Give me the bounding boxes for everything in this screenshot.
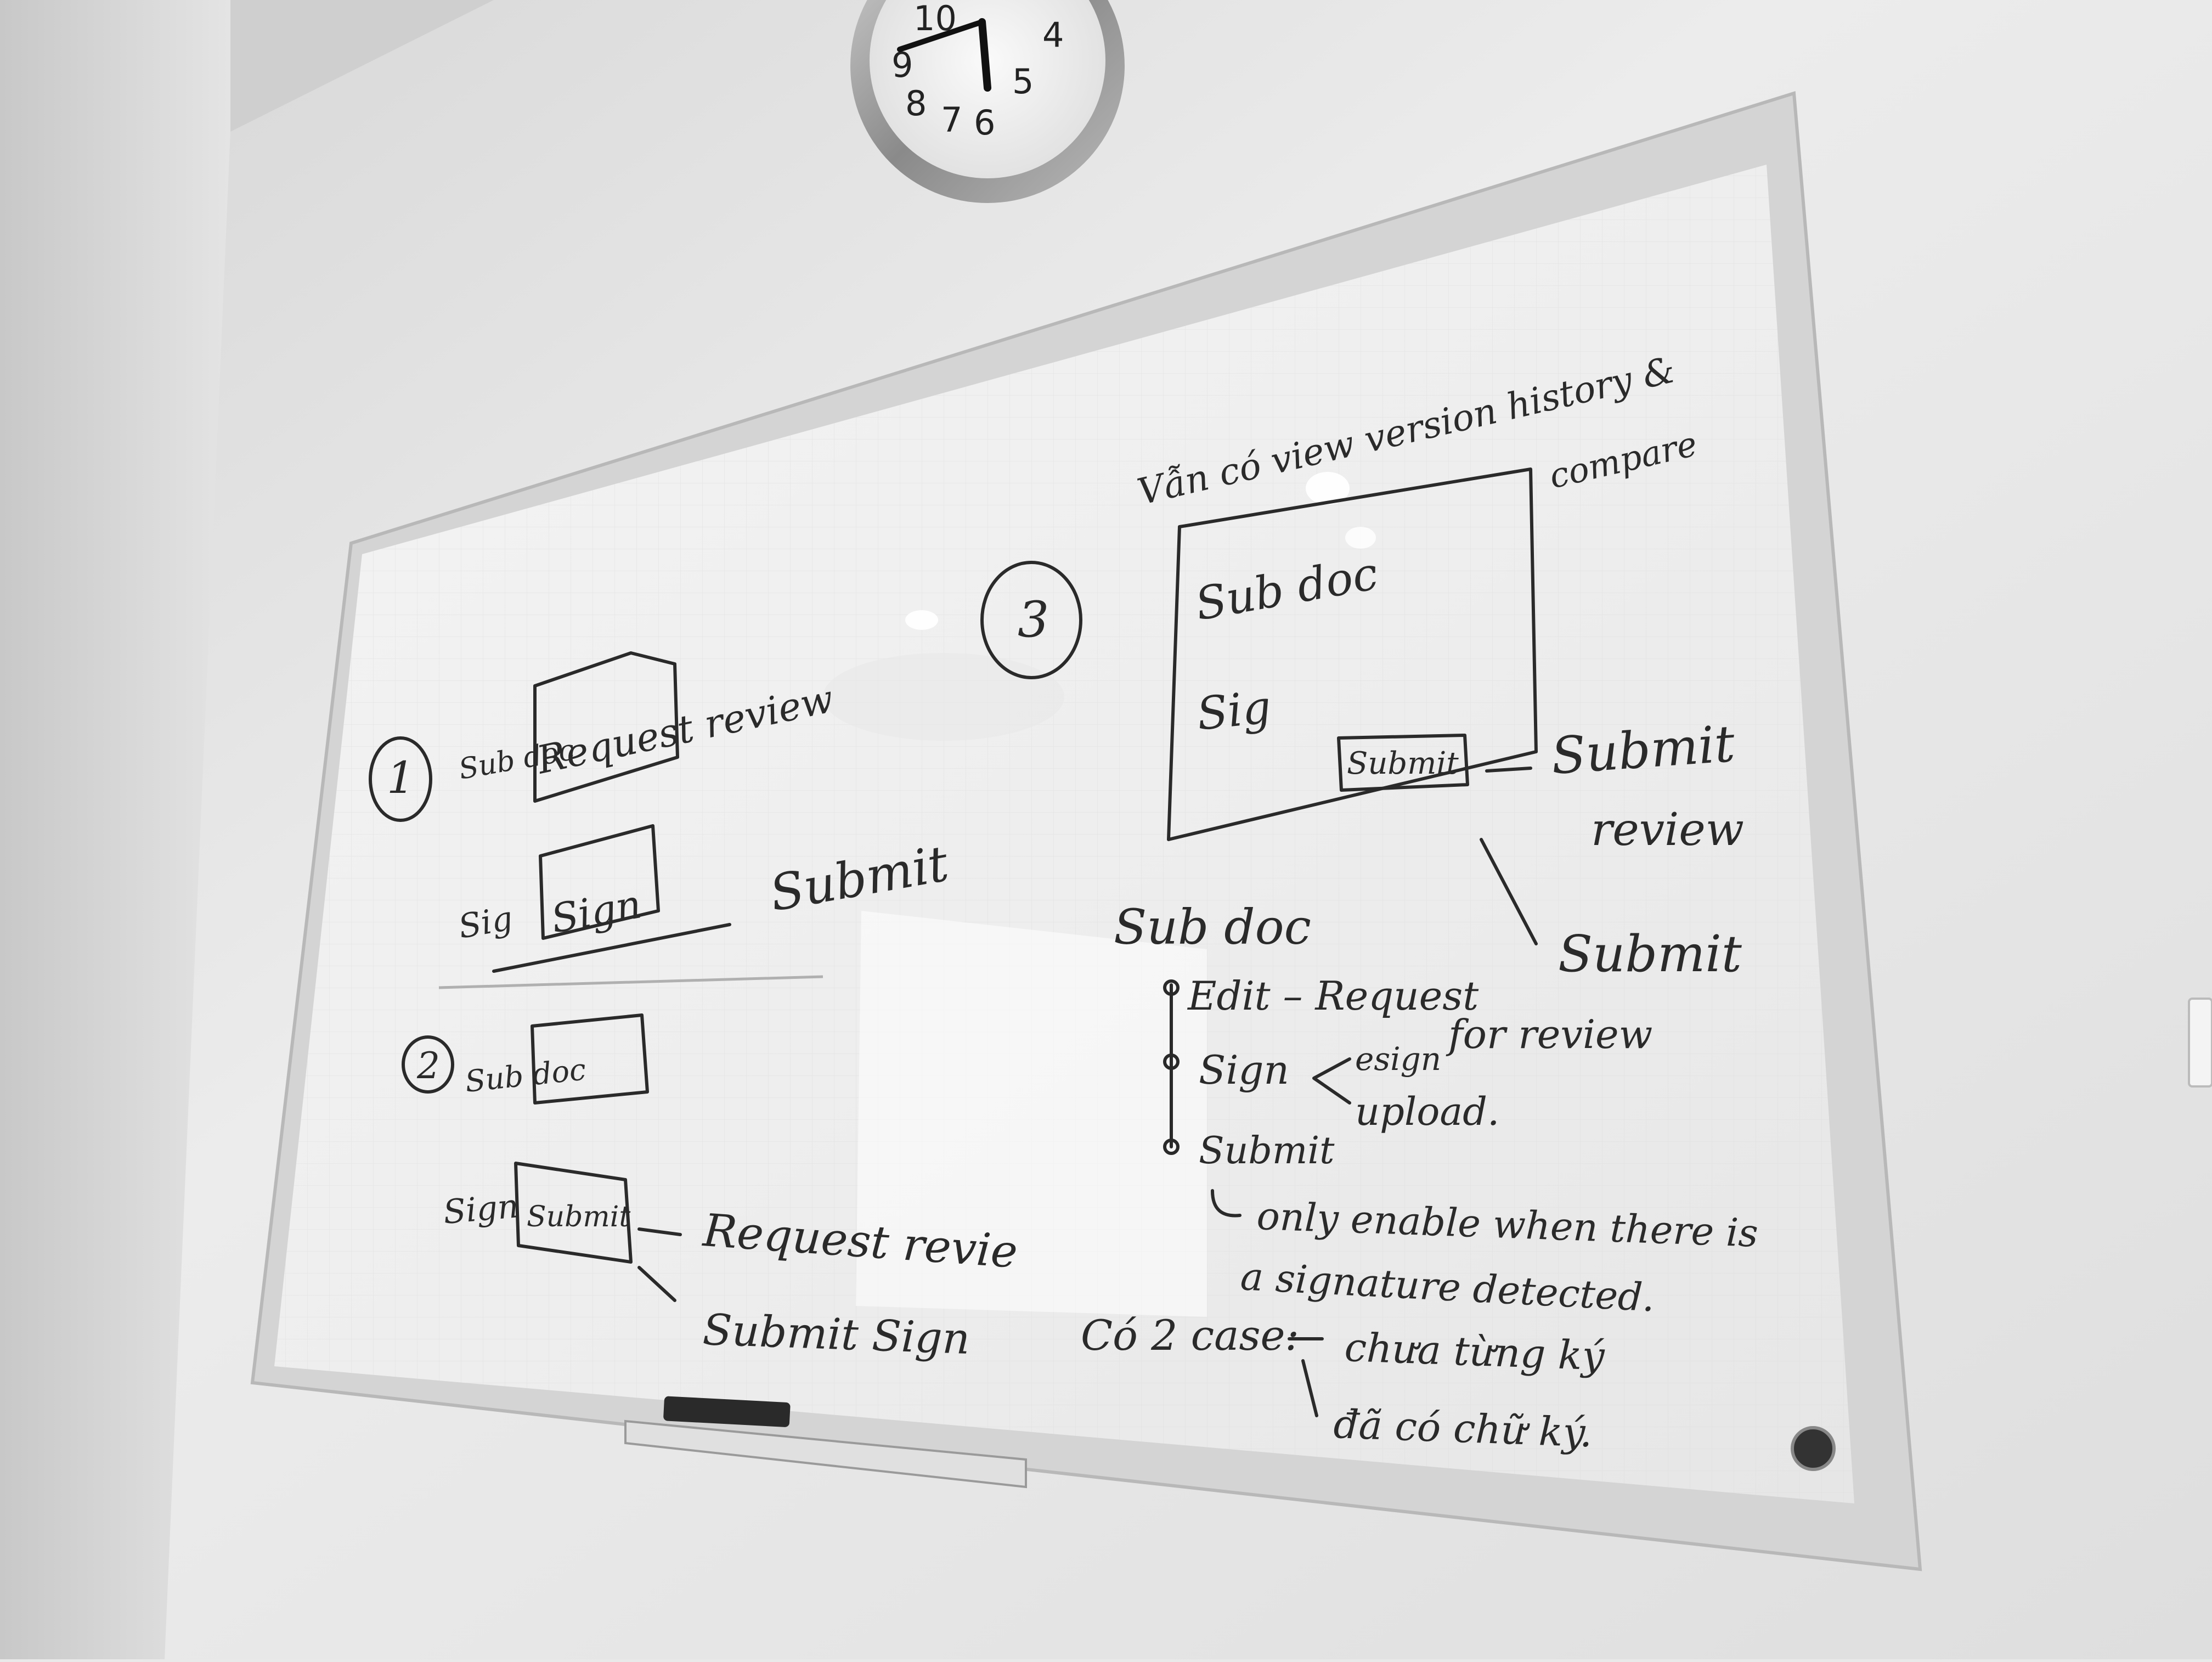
section-2-circle xyxy=(402,1035,454,1094)
flow-case1: chưa từng ký xyxy=(1344,1324,1606,1379)
ceiling-corner xyxy=(230,0,494,132)
section-2-box xyxy=(531,1013,649,1105)
clock-numeral-5: 5 xyxy=(1012,61,1034,102)
reflections xyxy=(823,472,1376,1317)
flow-title: Sub doc xyxy=(1114,899,1311,955)
section-3-submit-box xyxy=(1337,734,1469,792)
reflection-light-1 xyxy=(905,610,938,630)
marker-tray xyxy=(624,1419,1027,1489)
flow-step3: Submit xyxy=(1199,1129,1335,1173)
reflection-doorway xyxy=(856,911,1207,1317)
flow-step2-brace xyxy=(1312,1057,1351,1105)
section-3-submit-box-text: Submit xyxy=(1347,746,1459,781)
section-3-submit-arrow-text: Submit xyxy=(1558,925,1742,983)
clock-numeral-4: 4 xyxy=(1042,15,1064,55)
section-1-circle xyxy=(369,736,432,822)
section-1-underline xyxy=(492,923,731,973)
flow-cases-label: Có 2 case: xyxy=(1081,1311,1299,1360)
section-3-submit-review-line1: Submit xyxy=(1549,714,1737,786)
flow-node-2 xyxy=(1163,1053,1180,1070)
section-2-number: 2 xyxy=(416,1045,440,1087)
reflection-light-2 xyxy=(1306,472,1350,505)
reflection-light-3 xyxy=(1345,527,1376,549)
section-divider xyxy=(438,975,823,989)
reflection-ac-unit xyxy=(823,653,1064,741)
section-1-number: 1 xyxy=(387,752,415,803)
wall-switch xyxy=(2188,998,2212,1088)
whiteboard-grid xyxy=(274,165,1854,1503)
section-2-submit-box-text: Submit xyxy=(527,1201,630,1233)
section-1-sign-box xyxy=(539,824,660,940)
flow-step1: Edit – Request xyxy=(1187,973,1479,1019)
flow-case2-branch xyxy=(1301,1359,1318,1417)
flow-note-arrow xyxy=(1211,1189,1242,1218)
flow-case2: đã có chữ ký. xyxy=(1333,1401,1593,1456)
section-2-sign-label: Sign xyxy=(442,1187,520,1232)
clock-hour-hand xyxy=(978,18,991,92)
section-2-dash xyxy=(637,1227,682,1236)
clock-numeral-8: 8 xyxy=(905,83,927,123)
section-3-arrow xyxy=(1480,838,1538,945)
section-1-request-box xyxy=(533,651,679,803)
section-3-circle xyxy=(980,561,1082,679)
section-1-sig-label: Sig xyxy=(455,899,515,947)
eraser xyxy=(663,1396,791,1427)
flow-section: Sub doc Edit – Request for review Sign e… xyxy=(1081,899,1759,1456)
clock-numeral-6: 6 xyxy=(974,103,995,143)
section-2-submit-box xyxy=(514,1162,633,1264)
flow-step2-opt2: upload. xyxy=(1355,1089,1499,1134)
section-3-number: 3 xyxy=(1018,591,1049,649)
clock-numeral-9: 9 xyxy=(891,45,913,85)
section-2-submit-sign: Submit Sign xyxy=(702,1305,970,1364)
section-3-dash xyxy=(1485,767,1532,773)
section-3-submit-review-line2: review xyxy=(1591,804,1744,856)
flow-node-3 xyxy=(1163,1139,1180,1155)
left-wall xyxy=(0,0,230,1659)
section-3-box xyxy=(1167,467,1538,841)
flow-step1-cont: for review xyxy=(1446,1011,1652,1057)
clock-minute-hand xyxy=(897,19,985,52)
magnet-button xyxy=(1791,1426,1836,1471)
clock-numeral-7: 7 xyxy=(941,100,962,140)
section-2-branch xyxy=(637,1266,676,1302)
flow-step2: Sign xyxy=(1199,1047,1289,1093)
flow-step2-opt1: esign xyxy=(1355,1040,1441,1078)
flow-node-1 xyxy=(1163,979,1180,996)
section-3-sig-label: Sig xyxy=(1194,681,1273,741)
wall-clock: 10 9 8 7 6 5 4 xyxy=(850,0,1125,203)
